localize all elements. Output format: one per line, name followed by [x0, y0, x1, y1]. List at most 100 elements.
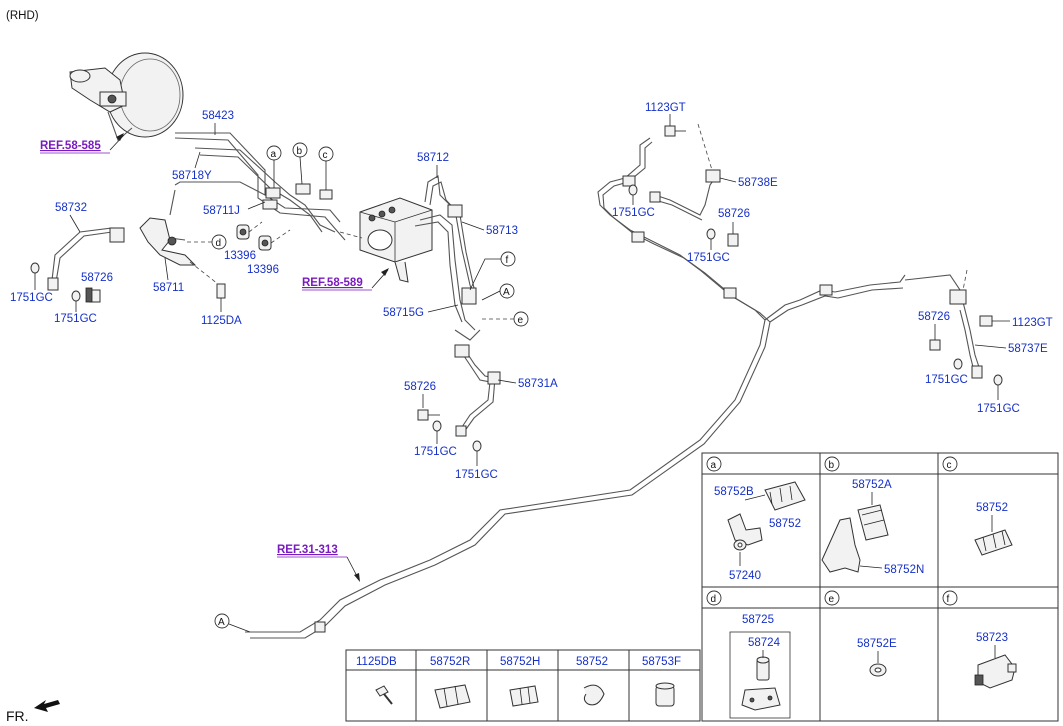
callout-c-top[interactable]: c — [318, 146, 334, 190]
washer-icon — [733, 539, 747, 551]
washer-1751GC-3 — [432, 420, 442, 432]
clip-icon — [764, 481, 806, 511]
table-header-4: 58752 — [576, 656, 608, 668]
front-left-hose — [47, 217, 197, 291]
bracket-icon — [821, 517, 861, 573]
master-cylinder-tubes — [169, 132, 346, 241]
bolt-58726-3 — [727, 233, 739, 247]
tubes-58712-58713 — [414, 175, 481, 341]
detail-grid: a 58752B 58752 57240 b 58752A 58752N — [701, 452, 1059, 722]
detail-d-part-1: 58725 — [742, 614, 774, 626]
rear-brake-tube-run — [245, 137, 906, 639]
bolt-1123GT-1 — [664, 125, 686, 137]
grommet-13396-1 — [236, 224, 250, 240]
svg-text:f: f — [947, 594, 950, 605]
detail-c-part-1: 58752 — [976, 502, 1008, 514]
ref-58-585[interactable]: REF.58-585 — [40, 140, 101, 152]
bolt-58726-1 — [85, 287, 101, 303]
table-header-5: 58753F — [642, 656, 681, 668]
label-58726-2: 58726 — [404, 381, 436, 393]
bushing-icon — [756, 656, 770, 681]
detail-cell-c: c 58752 — [942, 456, 1013, 556]
svg-text:A: A — [218, 617, 225, 628]
svg-text:c: c — [323, 150, 328, 161]
svg-text:b: b — [829, 460, 835, 471]
washer-1751GC-2 — [71, 290, 81, 302]
bottom-parts-table: 1125DB 58752R 58752H 58752 58753F — [345, 649, 701, 722]
detail-e-part-1: 58752E — [857, 638, 897, 650]
front-right-hose — [454, 344, 501, 437]
label-58726-4: 58726 — [918, 311, 950, 323]
front-label: FR. — [6, 708, 29, 724]
detail-cell-f: f 58723 — [942, 590, 1017, 689]
label-58713: 58713 — [486, 225, 518, 237]
svg-text:b: b — [297, 146, 303, 157]
label-13396-2: 13396 — [247, 264, 279, 276]
brake-booster-assembly — [69, 52, 184, 141]
table-header-2: 58752R — [430, 656, 470, 668]
variant-label: (RHD) — [6, 10, 39, 22]
label-58731A: 58731A — [518, 378, 558, 390]
rear-left-hose — [649, 123, 721, 221]
svg-text:e: e — [518, 315, 524, 326]
svg-text:f: f — [506, 255, 509, 266]
callout-e-top[interactable]: e — [482, 311, 529, 327]
bracket-icon — [741, 687, 781, 711]
rear-right-hose — [904, 269, 983, 379]
washer-1751GC-5 — [628, 184, 638, 196]
bolt-58726-4 — [929, 339, 941, 351]
svg-text:c: c — [947, 460, 952, 471]
label-58711: 58711 — [153, 282, 184, 294]
front-direction-indicator: FR. — [6, 700, 60, 724]
detail-a-part-2: 58752 — [769, 518, 801, 530]
label-1123GT-2: 1123GT — [1012, 317, 1053, 329]
callout-b-top[interactable]: b — [292, 142, 308, 185]
clip-icon — [434, 684, 471, 709]
clip-icon — [583, 684, 605, 706]
label-58718Y: 58718Y — [172, 170, 212, 182]
callout-A-bottom[interactable]: A — [214, 613, 251, 633]
connector-icon — [974, 654, 1017, 689]
label-1125DA: 1125DA — [201, 315, 242, 327]
table-header-1: 1125DB — [356, 656, 397, 668]
bolt-58726-2 — [417, 409, 440, 421]
label-58715G: 58715G — [383, 307, 424, 319]
label-1751GC-1: 1751GC — [10, 292, 53, 304]
label-1751GC-8: 1751GC — [977, 403, 1020, 415]
label-58738E: 58738E — [738, 177, 778, 189]
clip-icon — [857, 504, 889, 541]
label-1123GT-1: 1123GT — [645, 102, 686, 114]
label-58726-1: 58726 — [81, 272, 113, 284]
svg-text:e: e — [829, 594, 835, 605]
detail-b-part-2: 58752N — [884, 564, 924, 576]
washer-1751GC-1 — [30, 262, 40, 274]
callout-a-top[interactable]: a — [266, 145, 282, 188]
svg-text:d: d — [711, 594, 717, 605]
washer-1751GC-6 — [706, 228, 716, 240]
washer-1751GC-7 — [953, 358, 963, 370]
clip-icon — [509, 685, 539, 707]
callout-A-top[interactable]: A — [481, 283, 515, 301]
detail-cell-a: a 58752B 58752 57240 — [706, 456, 806, 582]
detail-cell-e: e 58752E — [824, 590, 897, 677]
bolt-1123GT-2 — [979, 315, 993, 327]
svg-text:a: a — [711, 460, 717, 471]
callout-f-top[interactable]: f — [469, 251, 516, 291]
washer-1751GC-8 — [993, 374, 1003, 386]
label-58732: 58732 — [55, 202, 87, 214]
label-58423: 58423 — [202, 110, 234, 122]
label-58726-3: 58726 — [718, 208, 750, 220]
ref-31-313[interactable]: REF.31-313 — [277, 544, 338, 556]
table-header-3: 58752H — [500, 656, 540, 668]
callout-d-top[interactable]: d — [185, 234, 227, 250]
svg-text:A: A — [503, 287, 510, 298]
washer-1751GC-4 — [472, 440, 482, 452]
detail-f-part-1: 58723 — [976, 632, 1008, 644]
label-1751GC-6: 1751GC — [687, 252, 730, 264]
label-1751GC-7: 1751GC — [925, 374, 968, 386]
detail-d-part-2: 58724 — [748, 637, 781, 649]
label-58737E: 58737E — [1008, 343, 1048, 355]
ref-58-589[interactable]: REF.58-589 — [302, 277, 363, 289]
label-1751GC-4: 1751GC — [455, 469, 498, 481]
